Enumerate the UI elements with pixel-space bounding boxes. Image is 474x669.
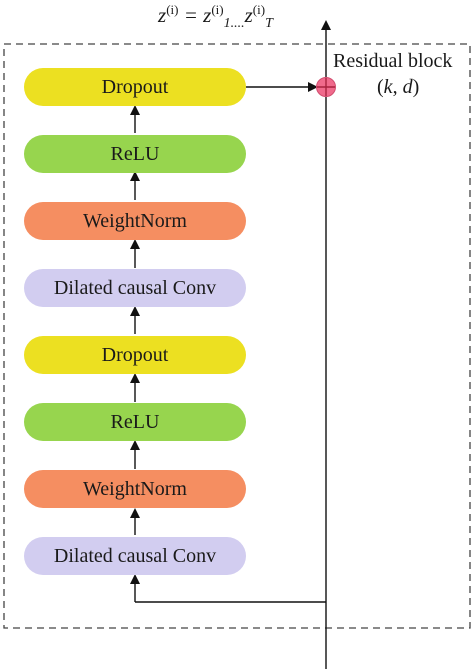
layer-box-dropout-top: Dropout (24, 68, 246, 106)
layer-box-relu-bottom: ReLU (24, 403, 246, 441)
term2-sub: T (265, 16, 273, 32)
output-equals: = (178, 3, 204, 27)
output-z: z (158, 3, 167, 27)
params-sep: , (392, 76, 403, 98)
term1-base: z (203, 3, 212, 27)
layer-box-dilated-conv-bottom: Dilated causal Conv (24, 537, 246, 575)
layer-box-relu-top: ReLU (24, 135, 246, 173)
term2-base: z (244, 3, 253, 27)
layer-box-dilated-conv-top: Dilated causal Conv (24, 269, 246, 307)
term1-sup: (i) (211, 2, 224, 17)
param-d: d (402, 76, 413, 98)
params-open: ( (377, 76, 384, 98)
residual-block-border (3, 43, 471, 629)
term1-sub: 1.... (223, 16, 245, 32)
layer-box-weightnorm-bottom: WeightNorm (24, 470, 246, 508)
term2-sup: (i) (252, 2, 266, 17)
layer-box-dropout-bottom: Dropout (24, 336, 246, 374)
params-close: ) (412, 76, 420, 98)
layer-box-weightnorm-top: WeightNorm (24, 202, 246, 240)
output-equation: z(i) = z(i)1....z(i)T (158, 2, 273, 32)
circled-plus-icon (316, 77, 336, 97)
param-k: k (383, 76, 393, 98)
residual-block-params: (k, d) (377, 76, 419, 99)
residual-block-title: Residual block (333, 50, 453, 72)
output-z-sup: (i) (166, 2, 179, 17)
